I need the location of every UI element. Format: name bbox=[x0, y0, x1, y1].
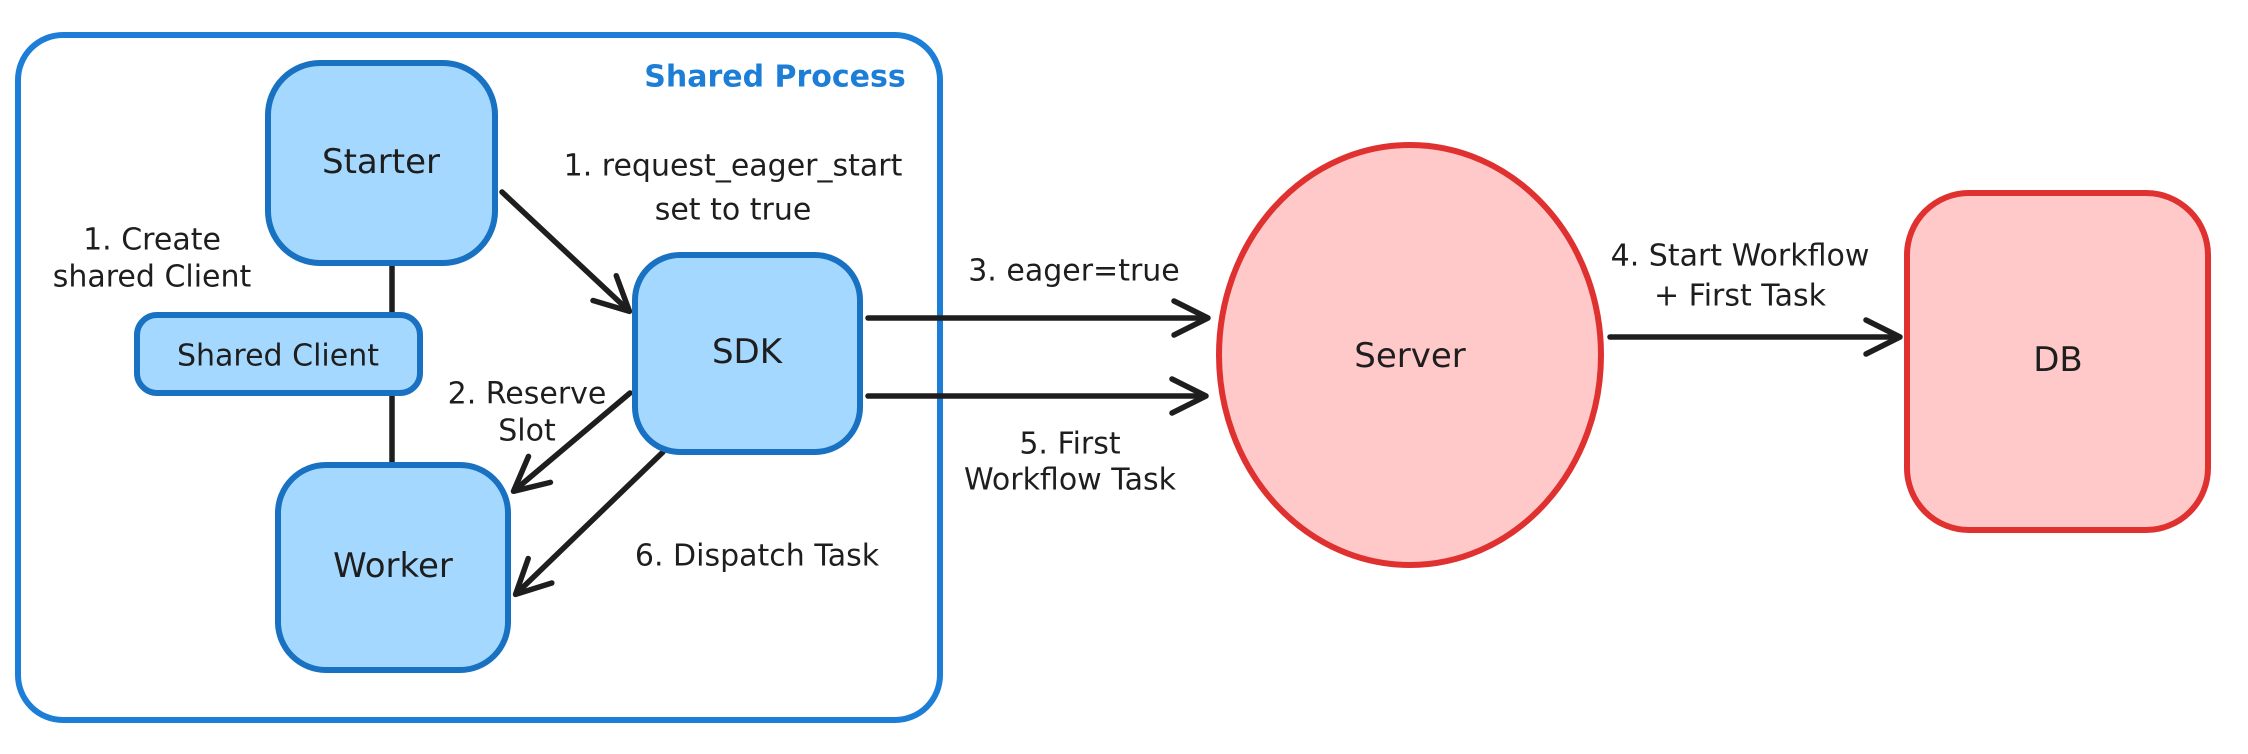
starter-label: Starter bbox=[322, 142, 440, 182]
first-workflow-task-label-line2: Workflow Task bbox=[964, 463, 1177, 498]
dispatch-task-label: 6. Dispatch Task bbox=[635, 539, 880, 574]
request-eager-start-label-line2: set to true bbox=[655, 193, 812, 228]
eager-true-label: 3. eager=true bbox=[968, 254, 1180, 289]
shared-client-node bbox=[134, 312, 423, 396]
shared-process-label: Shared Process bbox=[644, 60, 906, 95]
server-node bbox=[1216, 142, 1604, 568]
db-node bbox=[1904, 190, 2211, 533]
dispatch-task-arrow bbox=[512, 449, 666, 598]
first-workflow-task-label-line1: 5. First bbox=[1019, 427, 1121, 462]
sdk-label: SDK bbox=[712, 332, 784, 372]
blue-nodes-group bbox=[134, 60, 863, 673]
db-label: DB bbox=[2033, 340, 2083, 380]
shared-process-container bbox=[15, 32, 943, 723]
start-workflow-label-line2: + First Task bbox=[1654, 279, 1827, 314]
reserve-slot-label-line2: Slot bbox=[498, 414, 556, 449]
annotations-group: 1. Create shared Client 1. request_eager… bbox=[53, 149, 1870, 574]
sdk-node bbox=[632, 252, 863, 455]
create-shared-client-label-line1: 1. Create bbox=[83, 223, 221, 258]
worker-label: Worker bbox=[333, 546, 453, 586]
start-workflow-label-line1: 4. Start Workflow bbox=[1611, 239, 1870, 274]
node-labels-group: Starter Shared Client Worker SDK Server … bbox=[177, 142, 2083, 586]
request-eager-start-label-line1: 1. request_eager_start bbox=[564, 149, 903, 184]
connectors-group bbox=[389, 189, 1903, 598]
create-shared-client-label-line2: shared Client bbox=[53, 260, 252, 295]
reserve-slot-arrow bbox=[510, 390, 633, 495]
reserve-slot-label-line1: 2. Reserve bbox=[448, 377, 607, 412]
red-nodes-group bbox=[1216, 142, 2211, 568]
request-eager-start-arrow bbox=[499, 189, 633, 315]
starter-node bbox=[265, 60, 498, 266]
shared-client-label: Shared Client bbox=[177, 339, 379, 374]
worker-node bbox=[275, 462, 511, 673]
server-label: Server bbox=[1354, 336, 1466, 376]
